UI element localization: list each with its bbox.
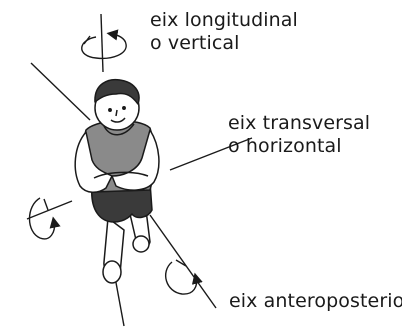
anteroposterior-rotation-arrow-icon [166, 260, 197, 294]
vertical-rotation-arrow-icon [82, 34, 126, 58]
vertical-axis-label: eix longitudinal o vertical [150, 9, 298, 55]
vertical-axis-label-line1: eix longitudinal [150, 9, 298, 32]
person-figure [75, 80, 159, 283]
transverse-rotation-arrow-icon [30, 198, 55, 239]
vertical-axis-label-line2: o vertical [150, 32, 298, 55]
transverse-axis-label-line2: o horizontal [228, 135, 370, 158]
transverse-axis-label: eix transversal o horizontal [228, 112, 370, 158]
anteroposterior-axis-label-text: eix anteroposterior [229, 290, 402, 313]
anteroposterior-axis-label: eix anteroposterior [229, 290, 402, 313]
transverse-axis-label-line1: eix transversal [228, 112, 370, 135]
